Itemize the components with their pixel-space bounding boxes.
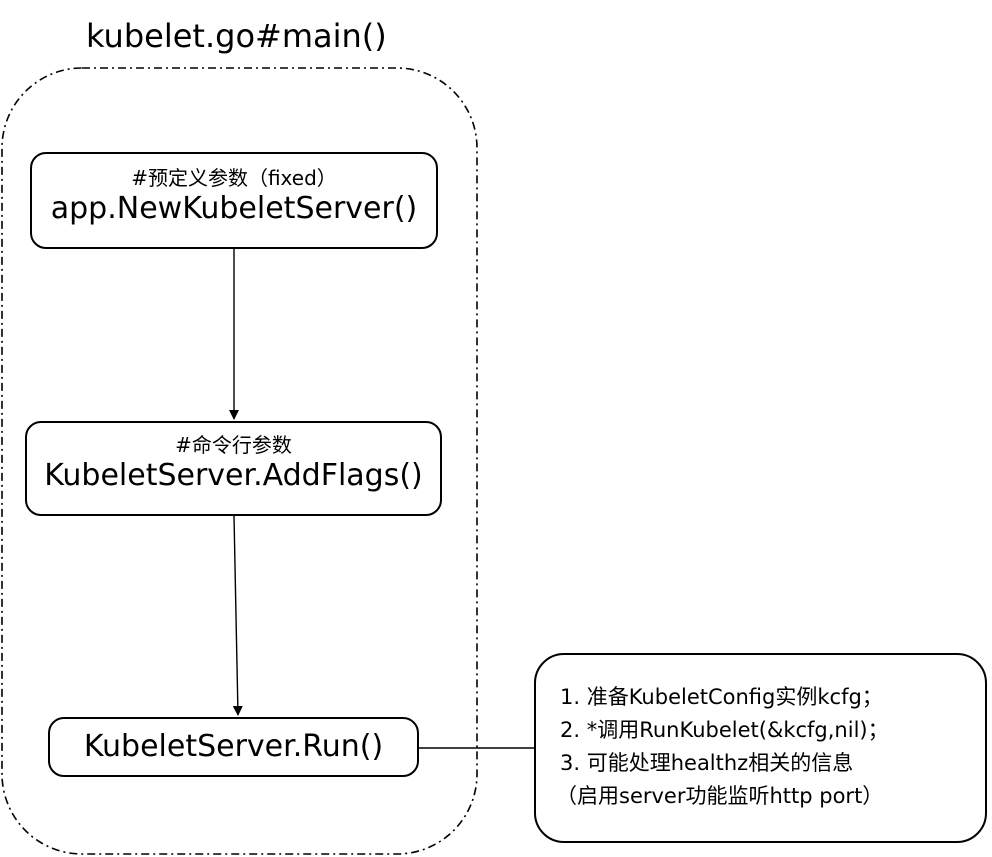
server-run-box: KubeletServer.Run() xyxy=(48,717,419,777)
add-flags-note: #命令行参数 xyxy=(175,433,292,457)
add-flags-box: #命令行参数 KubeletServer.AddFlags() xyxy=(25,421,442,516)
new-kubelet-server-note: #预定义参数（fixed） xyxy=(131,166,337,190)
run-note-call-run-kubelet: 2. *调用RunKubelet(&kcfg,nil)； xyxy=(560,718,889,742)
run-note-prepare-config: 1. 准备KubeletConfig实例kcfg； xyxy=(560,685,883,709)
run-note-healthz: 3. 可能处理healthz相关的信息 xyxy=(560,751,854,775)
diagram-title: kubelet.go#main() xyxy=(86,17,387,55)
run-notes-callout: 1. 准备KubeletConfig实例kcfg； 2. *调用RunKubel… xyxy=(534,653,987,843)
arrow-addflags-to-run xyxy=(232,515,243,716)
run-note-http-server: （启用server功能监听http port） xyxy=(556,784,884,808)
new-kubelet-server-box: #预定义参数（fixed） app.NewKubeletServer() xyxy=(30,152,438,249)
server-run-label: KubeletServer.Run() xyxy=(83,729,384,764)
add-flags-label: KubeletServer.AddFlags() xyxy=(44,458,423,493)
new-kubelet-server-label: app.NewKubeletServer() xyxy=(50,191,418,226)
main-function-boundary xyxy=(1,67,478,855)
